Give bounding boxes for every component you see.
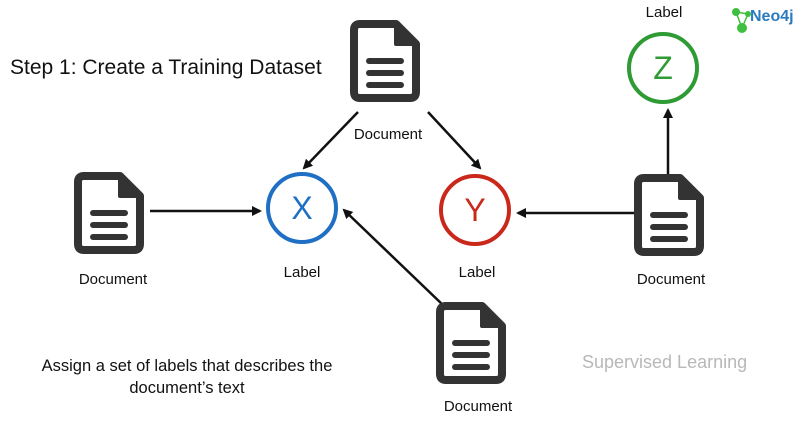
label-node-x: X xyxy=(266,172,338,244)
section-footer: Supervised Learning xyxy=(582,352,748,372)
label-node-y-letter: Y xyxy=(464,191,486,228)
edge-doc-top-to-x xyxy=(302,111,359,170)
title-rest: : Create a Training Dataset xyxy=(70,56,322,79)
label-node-y: Y xyxy=(439,174,511,246)
document-label-bottom: Document xyxy=(443,398,513,415)
label-caption-z: Label xyxy=(645,4,683,21)
document-icon-left xyxy=(74,172,144,254)
label-node-x-letter: X xyxy=(291,189,313,226)
instruction-caption: Assign a set of labels that describes th… xyxy=(41,357,333,397)
neo4j-logo-text: Neo4j xyxy=(750,8,794,25)
label-node-z-letter: Z xyxy=(653,49,673,86)
page-title: Step 1: Create a Training Dataset xyxy=(10,56,322,80)
title-step: Step 1 xyxy=(10,56,71,79)
document-icon-right xyxy=(634,174,704,256)
label-caption-x: Label xyxy=(283,264,321,281)
document-label-top: Document xyxy=(353,126,423,143)
document-label-right: Document xyxy=(636,271,706,288)
edge-doc-top-to-y xyxy=(427,111,482,170)
label-node-z: Z xyxy=(627,32,699,104)
label-caption-y: Label xyxy=(458,264,496,281)
document-icon-top xyxy=(350,20,420,102)
edge-doc-bottom-to-x xyxy=(342,208,445,307)
neo4j-logo xyxy=(732,8,751,33)
document-icon-bottom xyxy=(436,302,506,384)
document-label-left: Document xyxy=(78,271,148,288)
